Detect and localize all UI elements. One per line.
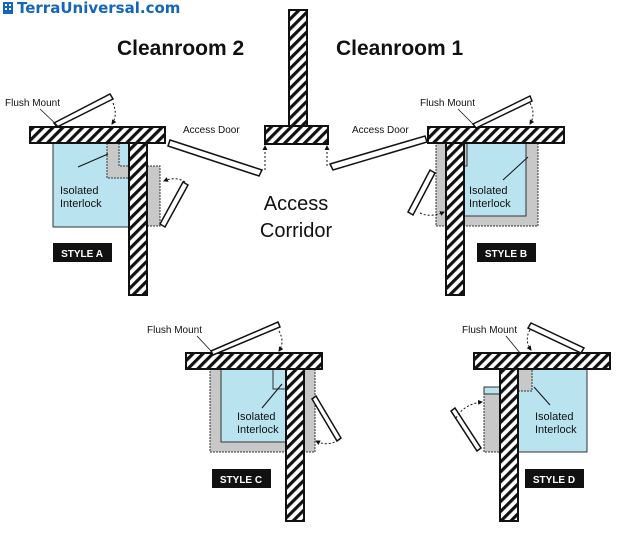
style-d-diagram [449,322,611,522]
brand-logo[interactable]: TerraUniversal.com [3,0,180,17]
style-a-badge: STYLE A [61,249,103,260]
style-b-badge: STYLE B [485,249,527,260]
brand-text: TerraUniversal.com [17,0,180,17]
access-door-right-label: Access Door [352,125,409,136]
style-a-flush-mount-leader [39,108,59,127]
style-a-diagram [29,93,190,296]
style-a-interlock-line2: Interlock [60,198,102,210]
style-c-flush-mount-label: Flush Mount [147,325,202,336]
style-b-flush-mount-label: Flush Mount [420,98,475,109]
access-door-right [324,135,428,171]
access-corridor-label-line2: Corridor [260,220,333,242]
style-a-interlock-line1: Isolated [60,185,99,197]
access-corridor-label-line1: Access [264,193,328,215]
style-b-flush-mount-leader [457,108,475,126]
style-c-interlock-line2: Interlock [237,424,279,436]
cleanroom-2-heading: Cleanroom 2 [117,37,244,60]
cleanroom-1-heading: Cleanroom 1 [336,37,464,60]
style-c-flush-mount-leader [196,335,213,353]
style-c-badge-bg [212,469,271,488]
style-a-badge-bg [53,243,112,262]
style-d-badge: STYLE D [533,475,575,486]
style-b-diagram [407,94,565,296]
style-b-interlock-line2: Interlock [469,198,511,210]
style-b-badge-bg [477,243,536,262]
style-c-interlock-line1: Isolated [237,411,276,423]
style-d-interlock-line1: Isolated [535,411,574,423]
style-d-interlock-line2: Interlock [535,424,577,436]
style-d-badge-bg [525,469,584,488]
central-wall [264,9,329,145]
style-d-flush-mount-leader [505,335,521,354]
building-icon [3,2,13,14]
access-door-left [167,139,268,177]
style-a-flush-mount-label: Flush Mount [5,98,60,109]
style-c-badge: STYLE C [220,475,262,486]
style-b-interlock-line1: Isolated [469,185,508,197]
style-d-flush-mount-label: Flush Mount [462,325,517,336]
access-door-left-label: Access Door [183,125,240,136]
style-c-diagram [185,321,342,522]
